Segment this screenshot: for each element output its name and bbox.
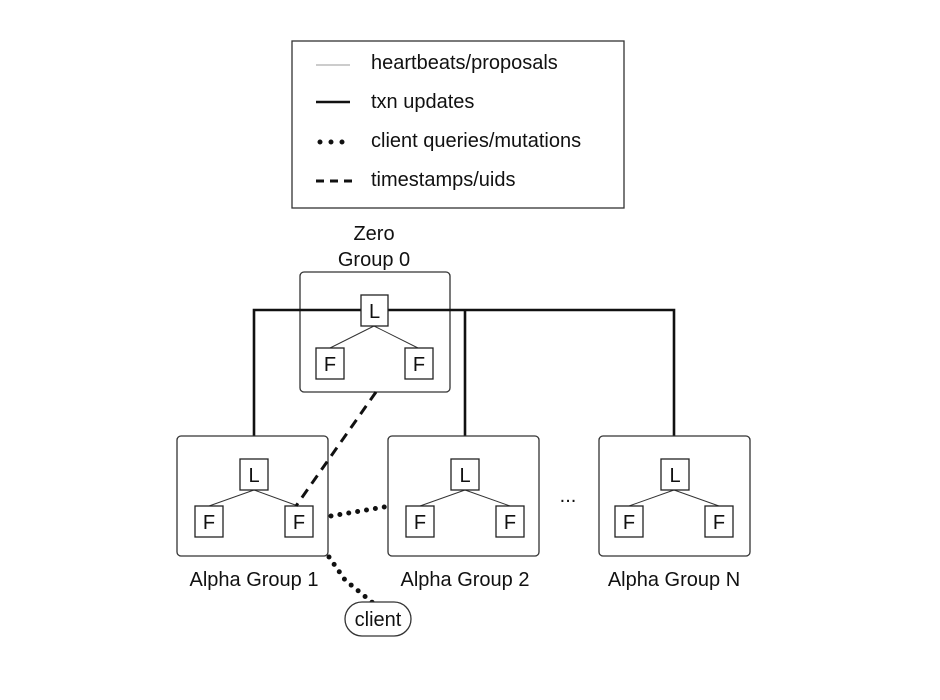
alpha-n-follower-label: F xyxy=(623,512,635,534)
alpha-2-follower-node xyxy=(495,505,525,538)
alpha-group-2-heartbeat-line xyxy=(464,489,511,507)
zero-follower-node xyxy=(404,347,434,380)
legend: heartbeats/proposals txn updates client … xyxy=(291,40,625,209)
alpha-group-n-heartbeat-line xyxy=(673,489,720,507)
alpha-group-2-name: Alpha Group 2 xyxy=(401,569,530,591)
alpha-2-leader-label: L xyxy=(459,465,470,487)
timestamps-uids-line xyxy=(294,391,378,507)
legend-label-timestamps: timestamps/uids xyxy=(371,169,516,191)
alpha-1-follower-node xyxy=(194,505,224,538)
alpha-n-follower-node xyxy=(704,505,734,538)
alpha-group-2-heartbeat-line xyxy=(419,489,466,507)
alpha-group-1-heartbeat-line xyxy=(208,489,255,507)
zero-group-heartbeat-line xyxy=(329,325,375,349)
alpha-n-follower-label: F xyxy=(713,512,725,534)
alpha-n-leader-label: L xyxy=(669,465,680,487)
alpha-1-follower-label: F xyxy=(203,512,215,534)
zero-follower-node xyxy=(315,347,345,380)
alpha-1-leader-label: L xyxy=(248,465,259,487)
zero-group-subtitle: Group 0 xyxy=(338,249,410,271)
zero-leader-node xyxy=(360,294,389,327)
alpha-2-follower-label: F xyxy=(504,512,516,534)
legend-label-client-queries: client queries/mutations xyxy=(371,130,581,152)
txn-line-alpha-1 xyxy=(252,308,361,459)
alpha-1-follower-label: F xyxy=(293,512,305,534)
legend-label-heartbeats: heartbeats/proposals xyxy=(371,52,558,74)
alpha-n-follower-node xyxy=(614,505,644,538)
client-query-line-alpha-2 xyxy=(328,503,393,519)
zero-group-title: Zero xyxy=(353,223,394,245)
alpha-group-2-box xyxy=(387,435,540,557)
alpha-n-leader-node xyxy=(660,458,690,491)
client-node xyxy=(344,601,412,637)
client-query-line-client xyxy=(326,554,376,606)
more-groups-ellipsis: ... xyxy=(560,485,577,507)
alpha-2-leader-node xyxy=(450,458,480,491)
txn-line-alpha-n xyxy=(388,308,676,459)
alpha-2-follower-node xyxy=(405,505,435,538)
zero-group-heartbeat-line xyxy=(373,325,419,349)
alpha-1-follower-node xyxy=(284,505,314,538)
alpha-group-n-name: Alpha Group N xyxy=(608,569,740,591)
zero-leader-label: L xyxy=(369,301,380,323)
alpha-group-1-name: Alpha Group 1 xyxy=(190,569,319,591)
zero-follower-label: F xyxy=(413,354,425,376)
legend-label-txn-updates: txn updates xyxy=(371,91,474,113)
alpha-2-follower-label: F xyxy=(414,512,426,534)
alpha-group-n-box xyxy=(598,435,751,557)
alpha-group-n-heartbeat-line xyxy=(628,489,675,507)
zero-follower-label: F xyxy=(324,354,336,376)
alpha-1-leader-node xyxy=(239,458,269,491)
alpha-group-1-box xyxy=(176,435,329,557)
client-label: client xyxy=(355,609,402,631)
alpha-group-1-heartbeat-line xyxy=(253,489,299,507)
